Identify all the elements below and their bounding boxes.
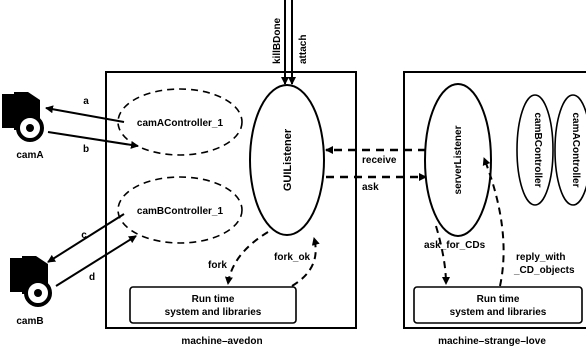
runtime-left-line1: Run time (192, 294, 235, 305)
edge-d-label: d (89, 272, 95, 283)
camBController-process (117, 176, 243, 244)
GUIListener-label: GUIListener (282, 128, 294, 191)
fork_ok-label: fork_ok (274, 252, 311, 263)
reply_with-label-line2: _CD_objects (513, 265, 575, 276)
ask-label: ask (362, 182, 379, 193)
fork-arrow (224, 231, 269, 285)
edge-c-label: c (81, 230, 87, 241)
runtime-right-line2: system and libraries (450, 307, 547, 318)
serverListener-label: serverListener (453, 125, 464, 194)
GUIListener-process (249, 84, 325, 236)
edge-a-label: a (83, 96, 89, 107)
edge-a-arrow (45, 105, 125, 123)
runtime-left-line2: system and libraries (165, 307, 262, 318)
edge-b-label: b (83, 144, 89, 155)
edge-d-arrow (55, 235, 137, 287)
camBController-right-process (516, 94, 554, 206)
camAController-label: camAController_1 (137, 118, 224, 129)
ask_for_CDs-arrow (435, 225, 450, 285)
edge-c-arrow (47, 213, 125, 263)
serverListener-process (424, 83, 492, 237)
camAController-right-process (554, 94, 586, 206)
runtime-right-line1: Run time (477, 294, 520, 305)
camBController-label: camBController_1 (137, 206, 224, 217)
reply_with_CD_objects-arrow (482, 157, 505, 287)
fork_ok-arrow (291, 237, 320, 287)
edge-b-arrow (47, 131, 139, 149)
runtime-box-left (129, 286, 297, 324)
camA-icon (2, 92, 44, 142)
receive-label: receive (362, 155, 397, 166)
camB-label: camB (16, 316, 43, 327)
ask_for_CDs-label: ask_for_CDs (424, 240, 486, 251)
killBDone-label: killBDone (272, 17, 283, 64)
camA-label: camA (16, 150, 43, 161)
reply_with-label-line1: reply_with (516, 252, 565, 263)
camAController-right-label: camAController (570, 112, 581, 187)
machine-avedon-box (105, 71, 357, 329)
camAController-process (117, 88, 243, 156)
attach-label: attach (298, 35, 309, 64)
camB-icon (10, 256, 52, 307)
fork-label: fork (208, 260, 227, 271)
machine-avedon-label: machine–avedon (181, 336, 262, 347)
camBController-right-label: camBController (532, 112, 543, 187)
machine-strange-love-label: machine–strange–love (438, 336, 546, 347)
machine-strange-love-box (403, 71, 586, 329)
runtime-box-right (413, 286, 583, 324)
